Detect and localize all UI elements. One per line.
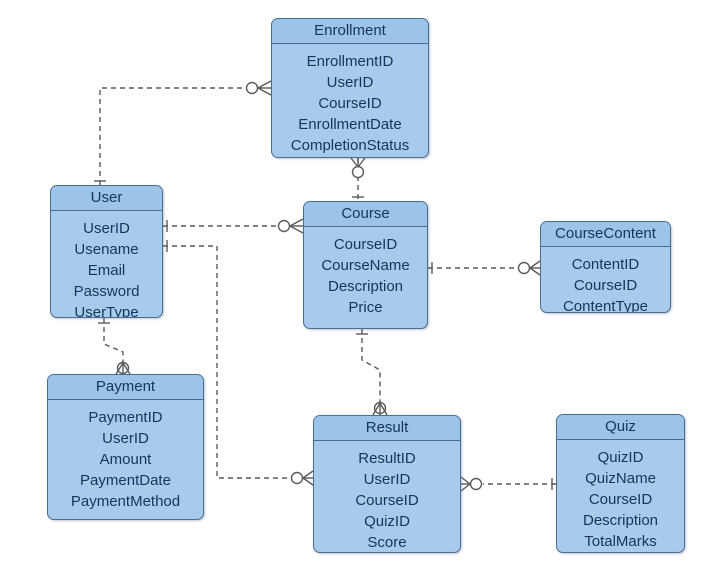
attribute: PaymentDate <box>80 472 171 489</box>
connector-user-payment <box>103 318 124 374</box>
attribute: TotalMarks <box>584 533 657 550</box>
entity-title-payment: Payment <box>48 375 203 400</box>
attribute: Usename <box>74 241 139 258</box>
attribute: PaymentMethod <box>70 493 181 510</box>
attribute: Price <box>348 299 383 316</box>
entity-title-quiz: Quiz <box>557 415 684 440</box>
attribute: CourseID <box>333 236 398 253</box>
attribute: CourseID <box>318 95 382 112</box>
cardinality-zero-result-top <box>373 401 387 415</box>
attribute: QuizName <box>585 470 656 487</box>
crowsfoot-result-top <box>372 402 388 416</box>
cardinality-zero-course-left <box>277 219 291 233</box>
attribute: UserID <box>363 471 411 488</box>
crowsfoot-payment-top <box>115 362 131 375</box>
attribute: UserID <box>102 430 149 447</box>
entity-title-enrollment: Enrollment <box>272 19 428 44</box>
cardinality-zero-enrollment-left <box>245 81 259 95</box>
attribute: PaymentID <box>88 409 163 426</box>
entity-title-coursecontent: CourseContent <box>541 222 670 247</box>
cardinality-zero-result-right <box>469 477 483 491</box>
attribute: CompletionStatus <box>290 137 410 154</box>
attribute: Password <box>73 283 140 300</box>
attribute: Description <box>327 278 404 295</box>
attribute: Description <box>582 512 659 529</box>
connector-user-enrollment <box>99 87 247 185</box>
entity-attributes-coursecontent: ContentID CourseID ContentType <box>541 247 670 313</box>
crowsfoot-enrollment-bottom <box>350 157 366 168</box>
connector-course-result <box>361 329 381 415</box>
cardinality-zero-payment-top <box>116 361 130 375</box>
attribute: EnrollmentID <box>306 53 394 70</box>
entity-title-user: User <box>51 186 162 211</box>
cardinality-zero-coursecontent-left <box>517 261 531 275</box>
cardinality-zero-result-left <box>290 471 304 485</box>
attribute: UserID <box>83 220 130 237</box>
attribute: ContentID <box>571 256 640 273</box>
entity-attributes-enrollment: EnrollmentID UserID CourseID EnrollmentDate… <box>272 44 428 157</box>
crowsfoot-result-left <box>302 470 314 486</box>
crowsfoot-result-right <box>460 476 471 492</box>
attribute: UserID <box>326 74 374 91</box>
attribute: ContentType <box>562 298 649 313</box>
attribute: CourseID <box>355 492 419 509</box>
entity-attributes-result: ResultID UserID CourseID QuizID Score <box>314 441 460 552</box>
attribute: CourseID <box>573 277 638 294</box>
attribute: CourseName <box>321 257 410 274</box>
crowsfoot-coursecontent-left <box>529 260 541 276</box>
entity-title-course: Course <box>304 202 427 227</box>
attribute: QuizID <box>364 513 410 530</box>
attribute: CourseID <box>588 491 653 508</box>
cardinality-zero-enrollment-bottom <box>351 165 365 179</box>
attribute: UserType <box>74 304 139 318</box>
attribute: ResultID <box>358 450 416 467</box>
attribute: EnrollmentDate <box>298 116 402 133</box>
attribute: Score <box>367 534 407 551</box>
attribute: Amount <box>99 451 152 468</box>
attribute: QuizID <box>597 449 644 466</box>
crowsfoot-enrollment-left <box>257 80 272 96</box>
entity-title-result: Result <box>314 416 460 441</box>
crowsfoot-course-left <box>289 218 304 234</box>
attribute: Email <box>87 262 126 279</box>
